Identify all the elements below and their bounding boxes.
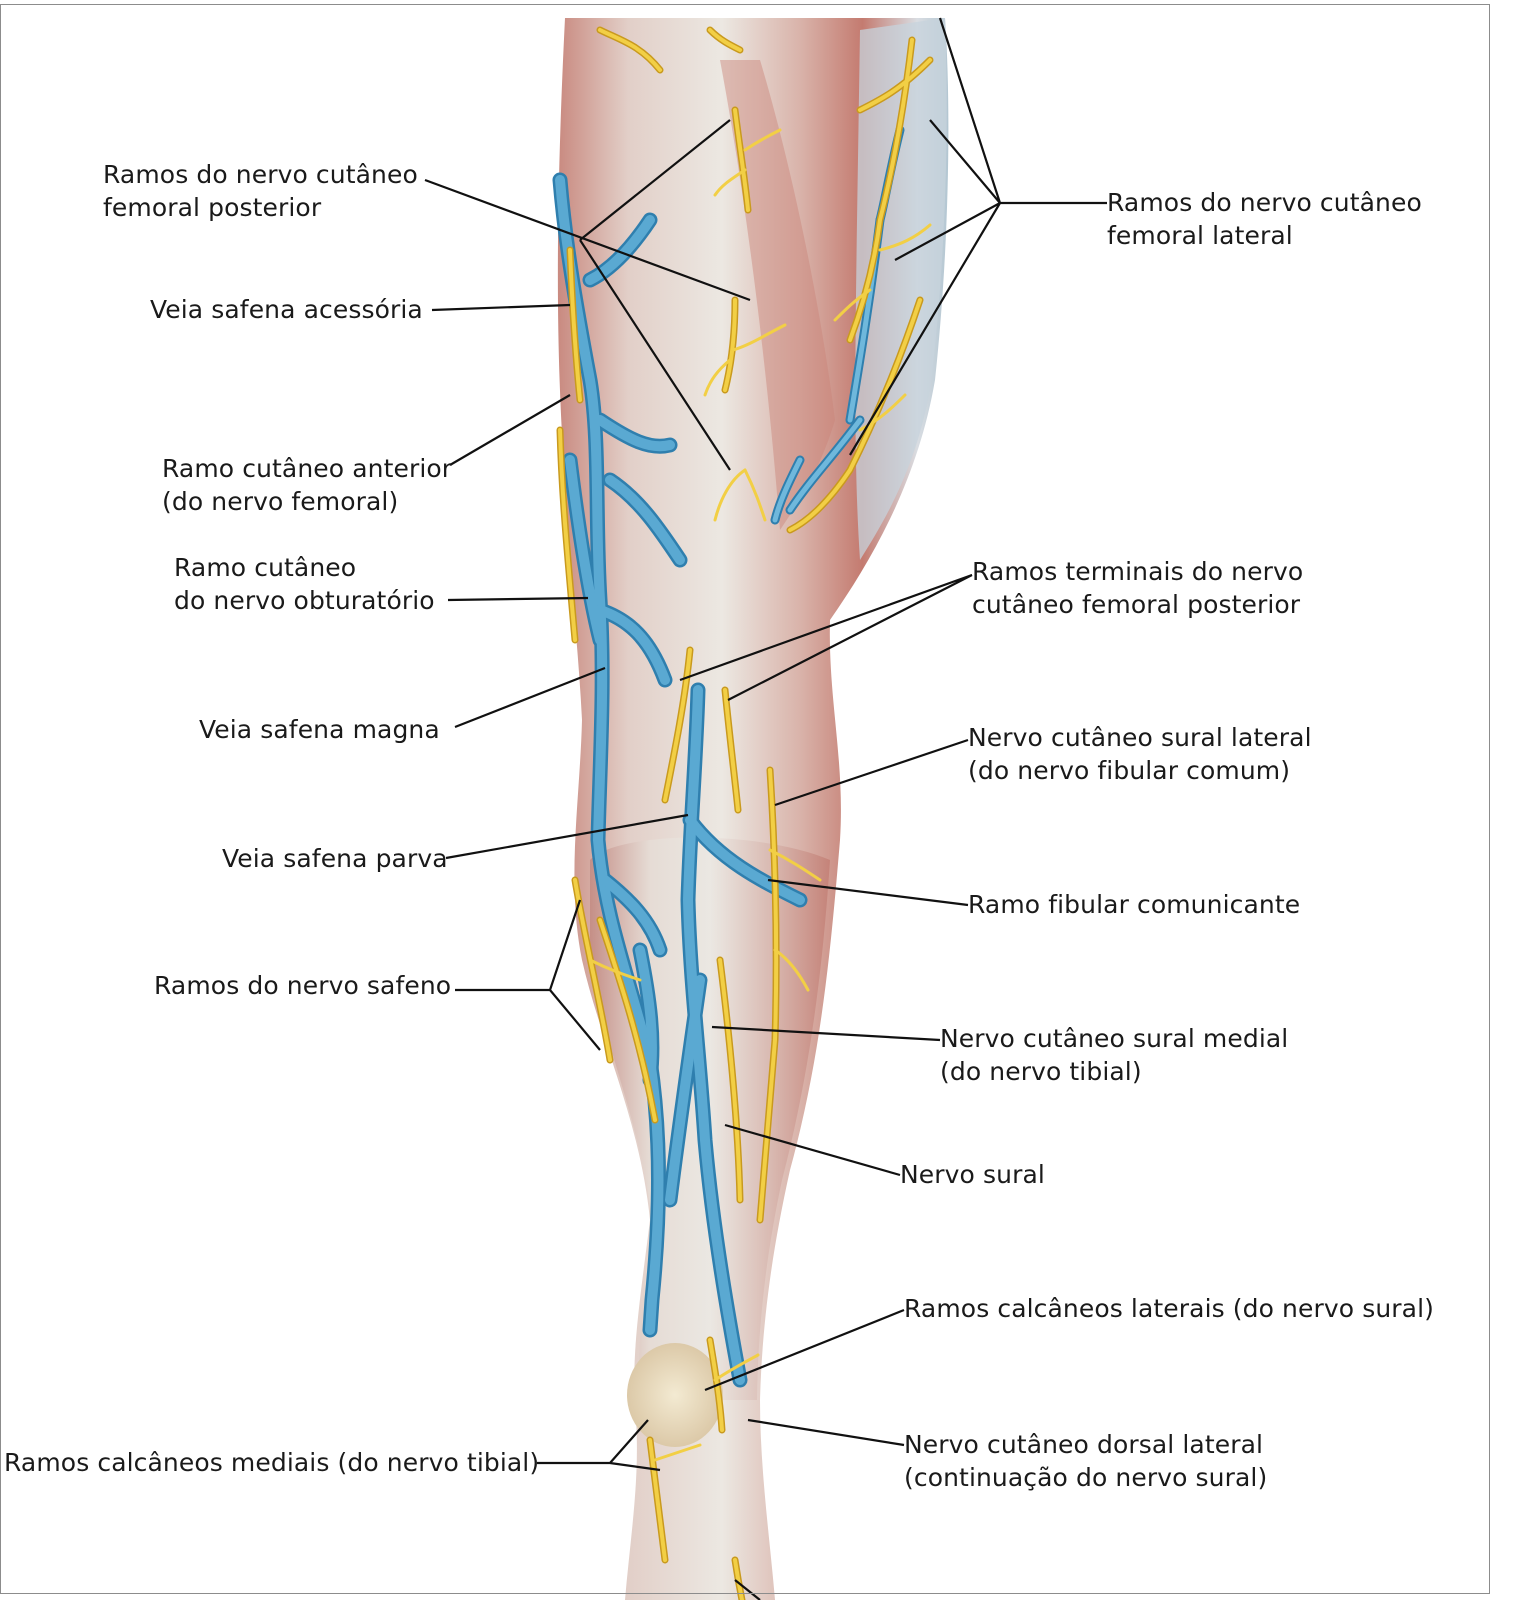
leader-med-calcaneal xyxy=(537,1419,661,1472)
leader-lat-sural xyxy=(774,738,969,807)
label-post-femoral-branches: Ramos do nervo cutâneo femoral posterior xyxy=(103,160,418,222)
leader-terminal-post-femoral xyxy=(679,573,973,701)
label-sural-nerve: Nervo sural xyxy=(900,1160,1045,1189)
leader-sural xyxy=(724,1123,901,1177)
leader-lat-dorsal-cutaneous xyxy=(747,1418,905,1447)
label-lat-dorsal-cutaneous: Nervo cutâneo dorsal lateral (continuaçã… xyxy=(904,1430,1268,1492)
label-accessory-saphenous: Veia safena acessória xyxy=(150,295,423,324)
label-ant-cutaneous-femoral: Ramo cutâneo anterior (do nervo femoral) xyxy=(162,454,453,516)
leader-lat-femoral xyxy=(849,17,1107,456)
lateral-thigh-shading xyxy=(855,18,947,560)
leader-obturator xyxy=(447,596,589,602)
label-med-calcaneal: Ramos calcâneos mediais (do nervo tibial… xyxy=(4,1448,540,1477)
medial-thigh-muscle xyxy=(720,60,835,530)
leader-accessory-saphenous xyxy=(431,303,571,312)
label-great-saphenous: Veia safena magna xyxy=(199,715,440,744)
label-small-saphenous: Veia safena parva xyxy=(222,844,448,873)
label-lat-calcaneal: Ramos calcâneos laterais (do nervo sural… xyxy=(904,1294,1434,1323)
heel-pad xyxy=(627,1343,723,1447)
label-saphenous-nerve-branches: Ramos do nervo safeno xyxy=(154,971,452,1000)
leader-great-saphenous xyxy=(454,666,606,729)
leader-post-femoral xyxy=(424,119,751,471)
label-fibular-communicating: Ramo fibular comunicante xyxy=(968,890,1301,919)
leader-lines xyxy=(424,17,1107,1600)
leader-med-sural xyxy=(711,1025,941,1042)
leader-lat-calcaneal xyxy=(704,1308,905,1392)
leader-fibular-communicating xyxy=(767,878,969,907)
label-lat-femoral-branches: Ramos do nervo cutâneo femoral lateral xyxy=(1107,188,1422,250)
leader-saphenous-nerve xyxy=(455,899,601,1051)
leader-bottom xyxy=(734,1579,761,1600)
label-obturator-cutaneous: Ramo cutâneo do nervo obturatório xyxy=(174,553,435,615)
leader-ant-cutaneous xyxy=(449,394,571,466)
label-lat-sural-cutaneous: Nervo cutâneo sural lateral (do nervo fi… xyxy=(968,723,1312,785)
label-terminal-post-femoral: Ramos terminais do nervo cutâneo femoral… xyxy=(972,557,1304,619)
leader-small-saphenous xyxy=(445,813,689,860)
nerves xyxy=(556,26,934,1600)
label-med-sural-cutaneous: Nervo cutâneo sural medial (do nervo tib… xyxy=(940,1024,1289,1086)
